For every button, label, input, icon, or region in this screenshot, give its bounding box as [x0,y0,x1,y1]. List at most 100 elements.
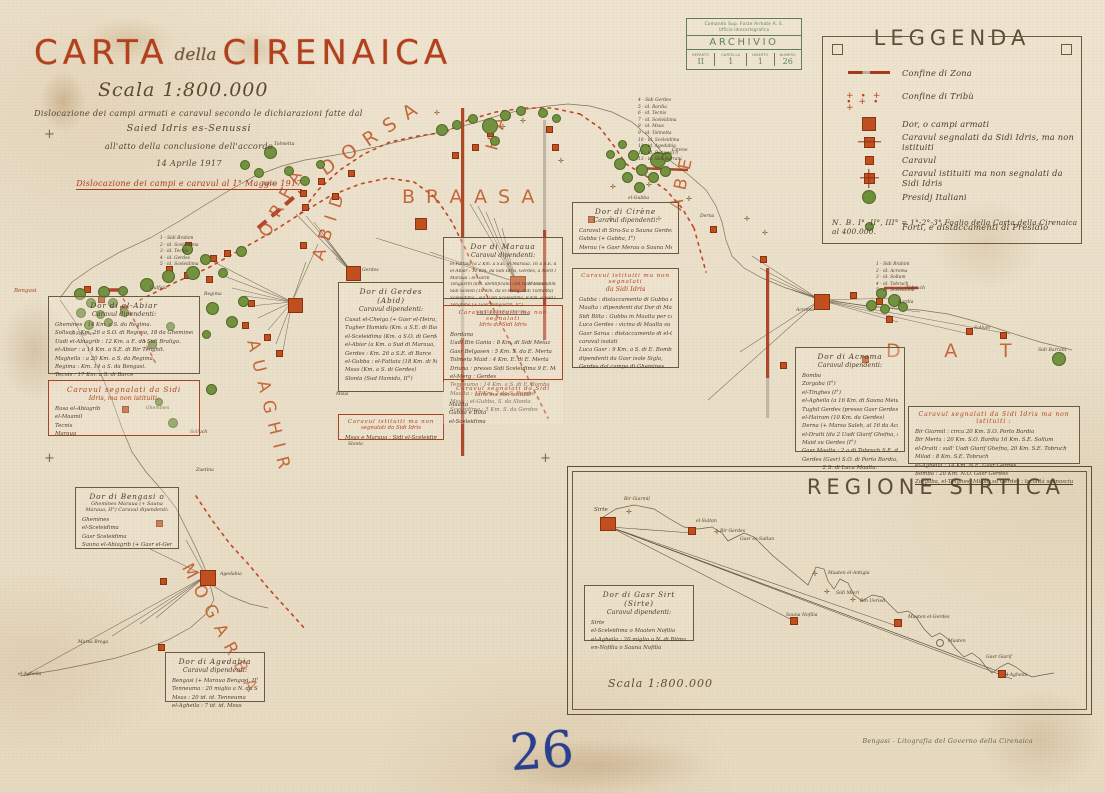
fort-marker[interactable]: ✛ [824,588,830,596]
presidio-circle[interactable] [186,266,200,280]
sirte-dor-square[interactable] [600,517,616,531]
presidio-circle[interactable] [628,150,639,161]
fort-marker[interactable]: ✛ [850,596,856,604]
presidio-circle[interactable] [634,182,645,193]
presidio-circle[interactable] [468,114,478,124]
caravul-square[interactable] [710,226,717,233]
caravul-square[interactable] [224,250,231,257]
presidio-circle[interactable] [96,310,105,319]
caravul-square[interactable] [300,242,307,249]
fort-marker[interactable]: ✛ [714,528,720,536]
well-marker[interactable] [936,639,944,647]
caravul-square[interactable] [894,619,902,627]
presidio-circle[interactable] [452,120,462,130]
dor-square-maraua[interactable] [510,276,526,292]
presidio-circle[interactable] [238,296,249,307]
presidio-circle[interactable] [84,320,94,330]
caravul-square[interactable] [588,216,595,223]
caravul-square[interactable] [210,255,217,262]
dor-square-gerdes[interactable] [346,266,361,281]
fort-marker[interactable]: ✛ [686,195,692,203]
presidio-circle[interactable] [538,108,548,118]
caravul-square[interactable] [122,406,129,413]
presidio-circle[interactable] [640,144,651,155]
fort-marker[interactable]: ✛ [608,215,614,223]
caravul-square[interactable] [452,152,459,159]
dor-square-bengasi[interactable] [288,298,303,313]
fort-marker[interactable]: ✛ [626,508,632,516]
presidio-circle[interactable] [264,146,277,159]
dor-square-agedabia[interactable] [200,570,216,586]
fort-marker[interactable]: ✛ [762,229,768,237]
caravul-square[interactable] [318,178,325,185]
fort-marker[interactable]: ✛ [646,181,652,189]
fort-marker[interactable]: ✛ [744,215,750,223]
caravul-square[interactable] [552,144,559,151]
presidio-circle[interactable] [660,166,671,177]
caravul-square[interactable] [242,322,249,329]
caravul-square[interactable] [790,617,798,625]
presidio-circle[interactable] [606,150,615,159]
presidio-circle[interactable] [206,302,219,315]
presidio-circle[interactable] [1052,352,1066,366]
caravul-square[interactable] [300,190,307,197]
presidio-circle[interactable] [482,118,498,134]
presidio-circle[interactable] [636,164,648,176]
presidio-circle[interactable] [300,176,310,186]
presidio-circle[interactable] [240,160,250,170]
presidio-circle[interactable] [284,166,294,176]
caravul-square[interactable] [966,328,973,335]
presidio-circle[interactable] [166,322,175,331]
dor-square-barce[interactable] [415,218,427,230]
caravul-square[interactable] [158,644,165,651]
presidio-circle[interactable] [76,308,86,318]
presidio-circle[interactable] [516,106,526,116]
presidio-circle[interactable] [200,254,211,265]
presidio-circle[interactable] [888,294,901,307]
presidio-circle[interactable] [876,288,887,299]
presidio-circle[interactable] [74,288,86,300]
caravul-square[interactable] [688,527,696,535]
presidio-circle[interactable] [552,114,561,123]
fort-marker[interactable]: ✛ [610,183,616,191]
presidio-circle[interactable] [120,308,129,317]
fort-marker[interactable]: ✛ [812,570,818,578]
presidio-circle[interactable] [108,298,118,308]
presidio-circle[interactable] [98,286,110,298]
presidio-circle[interactable] [218,268,228,278]
presidio-circle[interactable] [155,398,163,406]
presidio-circle[interactable] [880,304,890,314]
caravul-square[interactable] [264,334,271,341]
presidio-circle[interactable] [168,418,178,428]
caravul-square[interactable] [998,670,1006,678]
presidio-circle[interactable] [866,300,877,311]
presidio-circle[interactable] [316,160,325,169]
caravul-square[interactable] [248,300,255,307]
caravul-square[interactable] [862,356,869,363]
caravul-square[interactable] [348,170,355,177]
presidio-circle[interactable] [622,172,633,183]
presidio-circle[interactable] [662,152,672,162]
fort-marker[interactable]: ✛ [500,123,506,131]
presidio-circle[interactable] [104,318,113,327]
presidio-circle[interactable] [118,286,128,296]
presidio-circle[interactable] [86,298,96,308]
presidio-circle[interactable] [898,302,908,312]
presidio-circle[interactable] [490,136,500,146]
caravul-square[interactable] [760,256,767,263]
caravul-square[interactable] [332,193,339,200]
presidio-circle[interactable] [436,124,448,136]
caravul-square[interactable] [276,350,283,357]
fort-marker[interactable]: ✛ [656,215,662,223]
caravul-square[interactable] [472,144,479,151]
caravul-square[interactable] [302,204,309,211]
presidio-circle[interactable] [236,246,247,257]
fort-marker[interactable]: ✛ [434,109,440,117]
presidio-circle[interactable] [162,270,175,283]
caravul-square[interactable] [206,276,213,283]
fort-marker[interactable]: ✛ [520,117,526,125]
presidio-circle[interactable] [254,168,264,178]
presidio-circle[interactable] [500,110,511,121]
caravul-square[interactable] [886,316,893,323]
presidio-circle[interactable] [618,140,627,149]
